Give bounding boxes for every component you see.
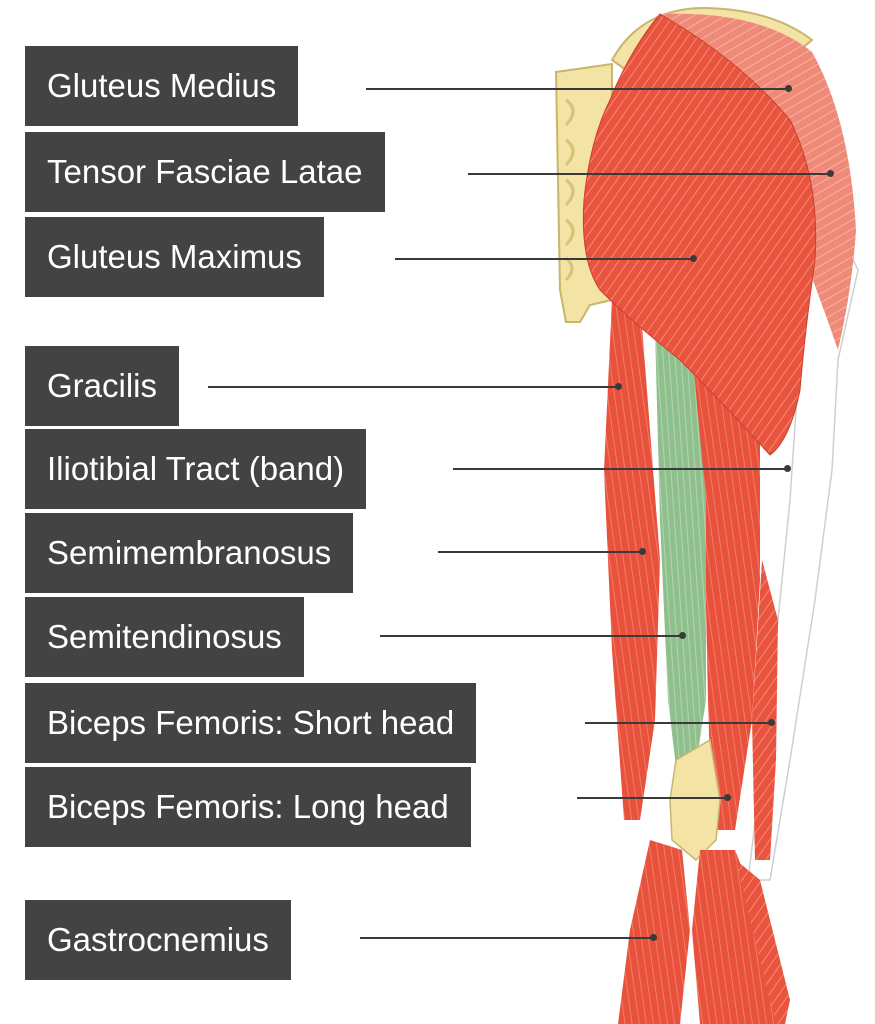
label-semitendinosus: Semitendinosus [25, 597, 304, 677]
leader-line [208, 386, 618, 388]
leader-dot [784, 465, 791, 472]
gluteus-medius-muscle [660, 13, 856, 351]
biceps-femoris-long-head [690, 330, 760, 830]
leader-dot [639, 548, 646, 555]
leader-line [577, 797, 727, 799]
leader-dot [827, 170, 834, 177]
leader-line [360, 937, 653, 939]
leader-line [468, 173, 830, 175]
gastrocnemius-muscle-lateral [692, 850, 785, 1024]
label-biceps-femoris-long-head: Biceps Femoris: Long head [25, 767, 471, 847]
leader-dot [724, 794, 731, 801]
label-gastrocnemius: Gastrocnemius [25, 900, 291, 980]
leader-dot [690, 255, 697, 262]
gluteus-maximus-muscle [582, 13, 817, 456]
leader-line [380, 635, 682, 637]
semitendinosus-muscle [655, 330, 706, 800]
leader-line [453, 468, 787, 470]
leader-dot [679, 632, 686, 639]
label-semimembranosus: Semimembranosus [25, 513, 354, 593]
leader-dot [615, 383, 622, 390]
leader-dot [650, 934, 657, 941]
label-gracilis: Gracilis [25, 346, 180, 426]
gastrocnemius-muscle-medial [618, 840, 690, 1024]
label-gluteus-maximus: Gluteus Maximus [25, 217, 324, 297]
leader-line [395, 258, 693, 260]
label-gluteus-medius: Gluteus Medius [25, 46, 299, 126]
biceps-femoris-short-head [752, 560, 778, 860]
leader-dot [785, 85, 792, 92]
leader-line [438, 551, 642, 553]
label-tensor-fasciae-latae: Tensor Fasciae Latae [25, 132, 385, 212]
label-iliotibial-tract: Iliotibial Tract (band) [25, 429, 367, 509]
gracilis-muscle [604, 300, 660, 820]
leader-line [585, 722, 771, 724]
leader-dot [768, 719, 775, 726]
label-biceps-femoris-short-head: Biceps Femoris: Short head [25, 683, 477, 763]
leader-line [366, 88, 788, 90]
